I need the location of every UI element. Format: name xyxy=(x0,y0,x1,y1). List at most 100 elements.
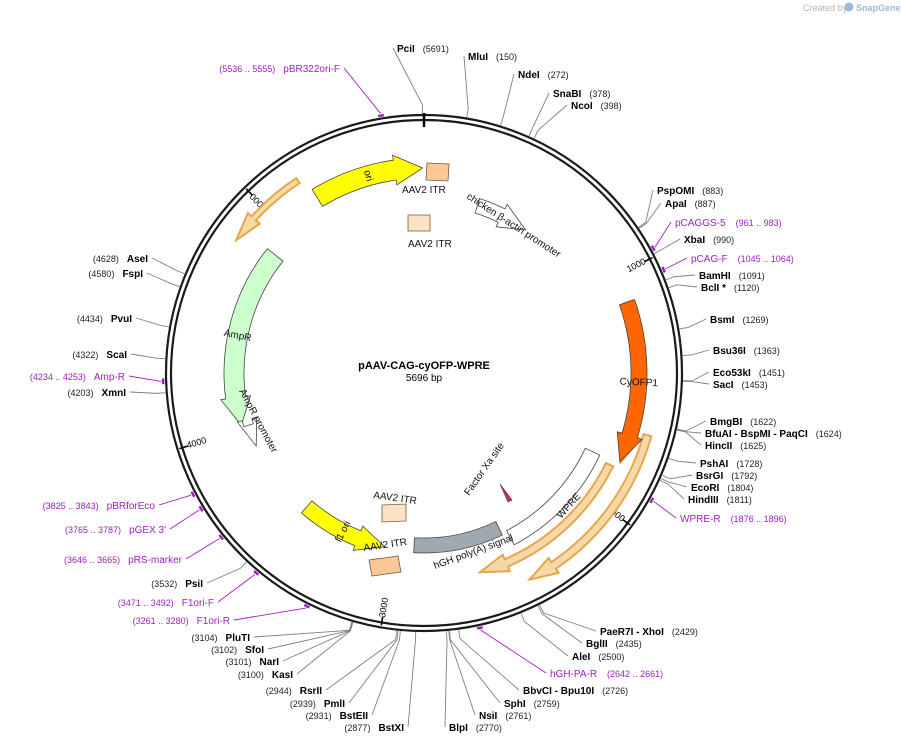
feature-cyofp1[interactable] xyxy=(616,299,648,463)
enzyme-kasi[interactable]: (3100)KasI xyxy=(238,670,293,681)
enzyme-ncoi[interactable]: NcoI(398) xyxy=(571,101,622,112)
primer-pcag-f[interactable]: pCAG-F(1045 .. 1064) xyxy=(691,254,794,265)
enzyme-bstxi[interactable]: (2877)BstXI xyxy=(344,723,404,734)
feature-chicken-actin-promoter[interactable] xyxy=(474,198,527,231)
enzyme-pspomi[interactable]: PspOMI(883) xyxy=(657,186,723,197)
enzyme-hincii[interactable]: HincII(1625) xyxy=(705,441,766,452)
enzyme-position: (150) xyxy=(496,52,517,62)
enzyme-eco53ki[interactable]: Eco53kI(1451) xyxy=(713,368,785,379)
enzyme-xmni[interactable]: (4203)XmnI xyxy=(68,388,127,399)
enzyme-paer7i-xhoi[interactable]: PaeR7I - XhoI(2429) xyxy=(600,627,698,638)
enzyme-name: BamHI xyxy=(699,271,731,282)
enzyme-position: (1269) xyxy=(742,315,768,325)
enzyme-nari[interactable]: (3101)NarI xyxy=(226,657,280,668)
enzyme-bsteii[interactable]: (2931)BstEII xyxy=(306,711,369,722)
primer-pbr322ori-f[interactable]: (5536 .. 5555)pBR322ori-F xyxy=(219,64,340,75)
enzyme-bfuai-bspmi-paqci[interactable]: BfuAI - BspMI - PaqCI(1624) xyxy=(705,429,842,440)
feature-hgh-poly-a-signal[interactable] xyxy=(413,521,503,554)
enzyme-line-bsu36i xyxy=(682,349,710,357)
enzyme-pluti[interactable]: (3104)PluTI xyxy=(192,633,251,644)
primer-pbrforeco[interactable]: (3825 .. 3843)pBRforEco xyxy=(43,501,156,512)
enzyme-position: (2429) xyxy=(672,627,698,637)
enzyme-blpi[interactable]: BlpI(2770) xyxy=(449,723,502,734)
enzyme-snabi[interactable]: SnaBI(378) xyxy=(553,89,610,100)
itr-top-outer-label: AAV2 ITR xyxy=(402,185,446,196)
enzyme-mlui[interactable]: MluI (150) xyxy=(468,52,517,63)
enzyme-nsii[interactable]: NsiI(2761) xyxy=(479,711,531,722)
feature-wpre[interactable] xyxy=(506,447,601,546)
enzyme-ecori[interactable]: EcoRI(1804) xyxy=(691,483,753,494)
primer-f1ori-f[interactable]: (3471 .. 3492)F1ori-F xyxy=(118,598,214,609)
primer-name: pGEX 3' xyxy=(129,525,166,536)
primer-pcaggs-5[interactable]: pCAGGS-5(961 .. 983) xyxy=(675,218,782,229)
primer-wpre-r[interactable]: WPRE-R(1876 .. 1896) xyxy=(680,514,787,525)
primer-name: WPRE-R xyxy=(680,514,721,525)
primer-mark-pgex-3 xyxy=(198,505,204,512)
enzyme-line-blpi xyxy=(444,631,448,728)
enzyme-pmli[interactable]: (2939)PmlI xyxy=(290,699,345,710)
enzyme-line-saci xyxy=(682,380,710,385)
itr-top[interactable]: AAV2 ITR AAV2 ITR xyxy=(402,162,452,250)
enzyme-position: (1624) xyxy=(816,429,842,439)
primer-position: (3471 .. 3492) xyxy=(118,598,174,608)
enzyme-saci[interactable]: SacI(1453) xyxy=(713,380,768,391)
enzyme-scai[interactable]: (4322)ScaI xyxy=(72,350,127,361)
feature-ampr-promoter[interactable] xyxy=(236,416,258,448)
itr-bottom-inner-box xyxy=(381,503,407,523)
enzyme-line-bglii xyxy=(537,605,583,644)
enzyme-xbai[interactable]: XbaI(990) xyxy=(684,235,734,246)
enzyme-alei[interactable]: AleI(2500) xyxy=(572,652,624,663)
tick-mark-4000 xyxy=(179,445,189,450)
feature-ori[interactable] xyxy=(311,154,424,208)
enzyme-bsu36i[interactable]: Bsu36I(1363) xyxy=(713,346,780,357)
enzyme-fspi[interactable]: (4580)FspI xyxy=(88,269,143,280)
enzyme-psii[interactable]: (3532)PsiI xyxy=(151,579,203,590)
enzyme-ndei[interactable]: NdeI(272) xyxy=(518,70,569,81)
primer-f1ori-r[interactable]: (3261 .. 3280)F1ori-R xyxy=(133,616,230,627)
enzyme-name: HindIII xyxy=(688,495,719,506)
enzyme-position: (1622) xyxy=(750,417,776,427)
primer-amp-r[interactable]: (4234 .. 4253)Amp-R xyxy=(30,372,125,383)
itr-bottom[interactable]: AAV2 ITR AAV2 ITR xyxy=(363,490,418,577)
enzyme-bglii[interactable]: BglII(2435) xyxy=(586,639,642,650)
enzyme-sphi[interactable]: SphI(2759) xyxy=(504,699,560,710)
enzyme-name: Eco53kI xyxy=(713,368,751,379)
enzyme-name: MluI xyxy=(468,52,488,63)
enzyme-rsrii[interactable]: (2944)RsrII xyxy=(266,686,322,697)
primer-prs-marker[interactable]: (3646 .. 3665)pRS-marker xyxy=(64,555,183,566)
enzyme-line-snabi xyxy=(528,92,550,137)
enzyme-pshai[interactable]: PshAI(1728) xyxy=(700,459,762,470)
tick-mark-5000 xyxy=(245,188,254,196)
enzyme-bbvci-bpu10i[interactable]: BbvCI - Bpu10I(2726) xyxy=(523,686,628,697)
enzyme-position: (3101) xyxy=(226,657,252,667)
enzyme-name: PluTI xyxy=(226,633,251,644)
primer-hgh-pa-r[interactable]: hGH-PA-R(2642 .. 2661) xyxy=(550,669,663,680)
enzyme-bamhi[interactable]: BamHI (1091) xyxy=(699,271,765,282)
enzyme-hindiii[interactable]: HindIII(1811) xyxy=(688,495,752,506)
orf-arc-1 xyxy=(526,432,653,582)
enzyme-position: (2726) xyxy=(602,686,628,696)
enzyme-bsmi[interactable]: BsmI(1269) xyxy=(710,315,768,326)
enzyme-line-apai xyxy=(638,202,662,229)
enzyme-name: Bsu36I xyxy=(713,346,746,357)
enzyme-line-eco53ki xyxy=(682,371,710,382)
enzyme-pcii[interactable]: PciI(5691) xyxy=(397,44,449,55)
primer-position: (2642 .. 2661) xyxy=(607,669,663,679)
enzyme-line-pshai xyxy=(668,457,697,464)
enzyme-line-ecori xyxy=(660,478,688,488)
enzyme-apai[interactable]: ApaI(887) xyxy=(665,199,716,210)
enzyme-bsrgi[interactable]: BsrGI(1792) xyxy=(696,471,757,482)
enzyme-bmgbi[interactable]: BmgBI(1622) xyxy=(710,417,776,428)
restriction-sites: PciI(5691) MluI (150)NdeI(272) SnaBI(378)Nc… xyxy=(68,44,842,734)
enzyme-asei[interactable]: (4628)AseI xyxy=(93,254,148,265)
enzyme-position: (1091) xyxy=(739,271,765,281)
enzyme-position: (2435) xyxy=(616,639,642,649)
primer-pgex-3[interactable]: (3765 .. 3787)pGEX 3' xyxy=(65,525,166,536)
enzyme-pvui[interactable]: (4434)PvuI xyxy=(77,314,132,325)
primer-mark-pbrforeco xyxy=(190,491,196,498)
enzyme-line-pvui xyxy=(135,317,170,328)
enzyme-sfoi[interactable]: (3102)SfoI xyxy=(211,645,264,656)
feature-f1-ori[interactable] xyxy=(300,500,386,551)
enzyme-bcli[interactable]: BclI *(1120) xyxy=(701,283,759,294)
